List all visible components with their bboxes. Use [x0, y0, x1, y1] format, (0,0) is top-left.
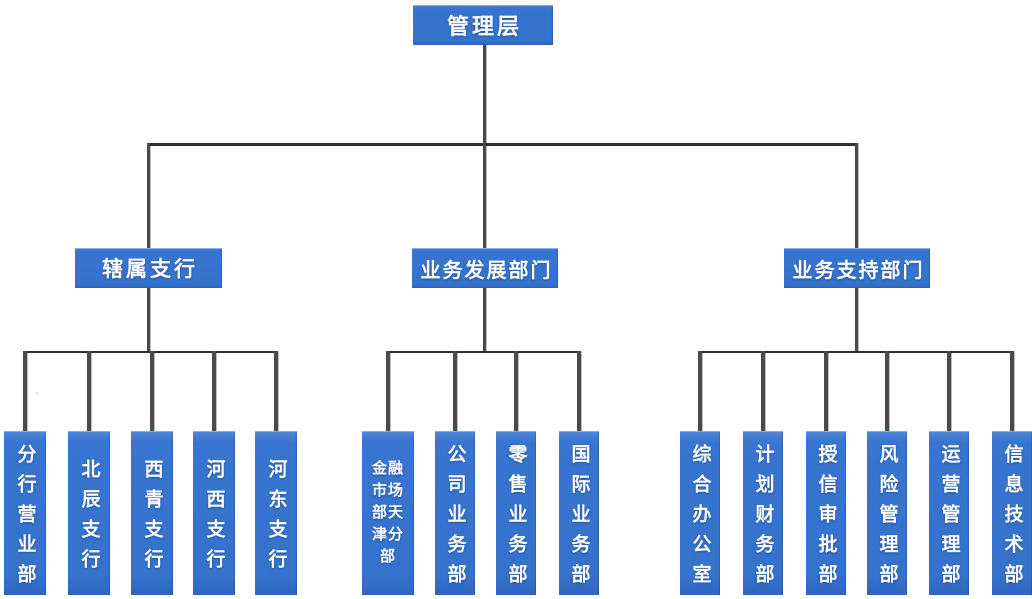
connector-drop-branches [147, 143, 150, 248]
org-node-management: 管理层 [413, 5, 553, 45]
org-node-xiqing-branch: 西青支行 [131, 431, 173, 595]
connector-level2-rail [147, 143, 858, 146]
connector-child-drop [514, 351, 518, 437]
org-node-business-development: 业务发展部门 [412, 248, 558, 288]
org-node-operations-management-dept: 运营管理部 [929, 431, 969, 595]
connector-bizsupport-rail [698, 351, 1013, 353]
org-node-international-banking-dept: 国际业务部 [559, 431, 599, 595]
connector-drop-bizdev [483, 143, 486, 248]
connector-child-drop [947, 351, 951, 437]
org-node-business-support: 业务支持部门 [784, 248, 930, 288]
org-node-hedong-branch: 河东支行 [255, 431, 297, 595]
connector-child-drop [1010, 351, 1014, 437]
connector-child-drop [23, 351, 27, 437]
connector-branches-stem [147, 288, 150, 353]
connector-child-drop [386, 351, 390, 437]
org-node-planning-finance-dept: 计划财务部 [743, 431, 783, 595]
connector-child-drop [274, 351, 278, 437]
connector-bizsupport-stem [855, 288, 858, 353]
org-node-subordinate-branches: 辖属支行 [75, 248, 222, 288]
connector-child-drop [761, 351, 765, 437]
org-node-financial-markets-tianjin: 金融市场部天津分部 [362, 431, 414, 595]
org-node-beichen-branch: 北辰支行 [68, 431, 110, 595]
connector-child-drop [87, 351, 91, 437]
connector-child-drop [150, 351, 154, 437]
org-node-retail-banking-dept: 零售业务部 [496, 431, 536, 595]
connector-child-drop [577, 351, 581, 437]
connector-child-drop [824, 351, 828, 437]
org-node-credit-approval-dept: 授信审批部 [806, 431, 846, 595]
connector-child-drop [698, 351, 702, 437]
connector-child-drop [212, 351, 216, 437]
connector-drop-bizsupport [855, 143, 858, 248]
org-node-branch-operations-dept: 分行营业部 [4, 431, 46, 595]
connector-child-drop [885, 351, 889, 437]
connector-root-drop [483, 45, 486, 144]
connector-bizdev-rail [386, 351, 580, 353]
org-node-general-office: 综合办公室 [680, 431, 720, 595]
connector-bizdev-stem [483, 288, 486, 353]
org-node-corporate-banking-dept: 公司业务部 [435, 431, 475, 595]
stray-mark-artifact: ' [36, 391, 38, 401]
org-node-risk-management-dept: 风险管理部 [867, 431, 907, 595]
org-node-hexi-branch: 河西支行 [193, 431, 235, 595]
org-node-information-technology-dept: 信息技术部 [992, 431, 1032, 595]
connector-child-drop [453, 351, 457, 437]
